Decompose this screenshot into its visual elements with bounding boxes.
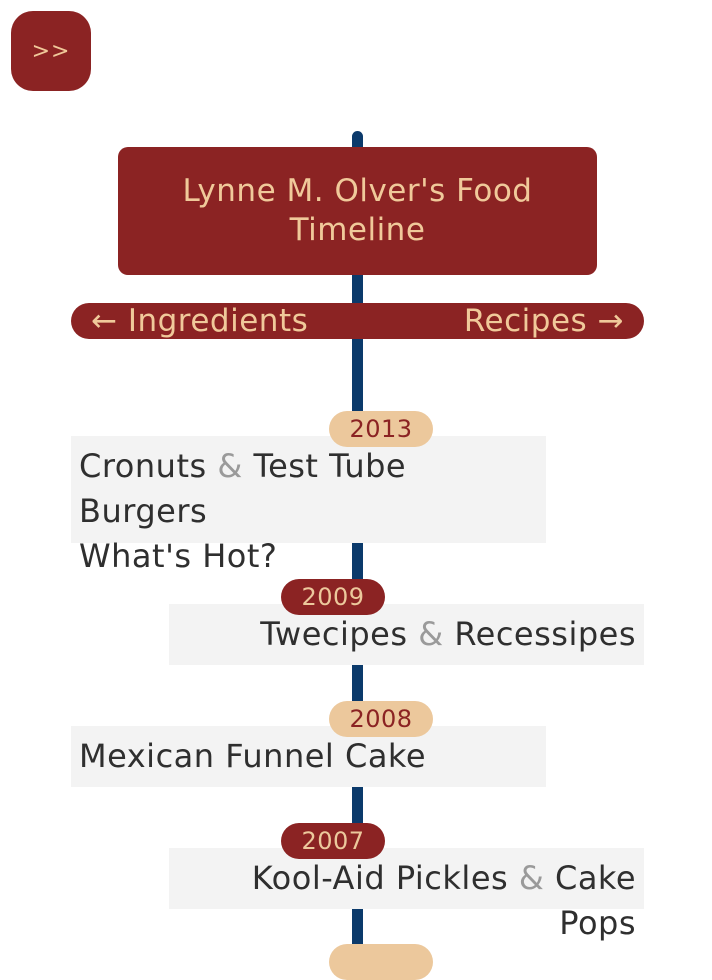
year-badge-next [329, 944, 433, 980]
ampersand-separator: & [217, 447, 243, 485]
nav-bar: ← Ingredients Recipes → [71, 303, 644, 339]
year-badge-2009: 2009 [281, 579, 385, 615]
timeline-entry-2007: Kool-Aid Pickles & Cake Pops [169, 848, 644, 942]
entry-link-twecipes[interactable]: Twecipes [260, 615, 408, 653]
entry-link-mexican-funnel-cake[interactable]: Mexican Funnel Cake [79, 737, 426, 775]
timeline-spine [352, 131, 363, 961]
ampersand-separator: & [518, 859, 545, 897]
entry-link-whats-hot[interactable]: What's Hot? [79, 537, 278, 575]
timeline-entry-2009: Twecipes & Recessipes [169, 604, 644, 665]
ampersand-separator: & [418, 615, 444, 653]
entry-link-test-tube-burgers[interactable]: Test Tube Burgers [79, 447, 407, 530]
recipes-link[interactable]: Recipes → [463, 303, 624, 339]
year-badge-2007: 2007 [281, 823, 385, 859]
timeline-entry-2013: Cronuts & Test Tube Burgers What's Hot? [71, 436, 546, 575]
entry-link-cake-pops[interactable]: Cake Pops [554, 859, 636, 942]
entry-link-kool-aid-pickles[interactable]: Kool-Aid Pickles [251, 859, 509, 897]
entry-link-recessipes[interactable]: Recessipes [454, 615, 636, 653]
ingredients-link[interactable]: ← Ingredients [91, 303, 309, 339]
timeline-entry-2008: Mexican Funnel Cake [71, 726, 546, 787]
year-badge-2013: 2013 [329, 411, 433, 447]
page-title[interactable]: Lynne M. Olver's Food Timeline [118, 147, 597, 275]
menu-toggle-button[interactable]: >> [11, 11, 91, 91]
year-badge-2008: 2008 [329, 701, 433, 737]
entry-link-cronuts[interactable]: Cronuts [79, 447, 207, 485]
